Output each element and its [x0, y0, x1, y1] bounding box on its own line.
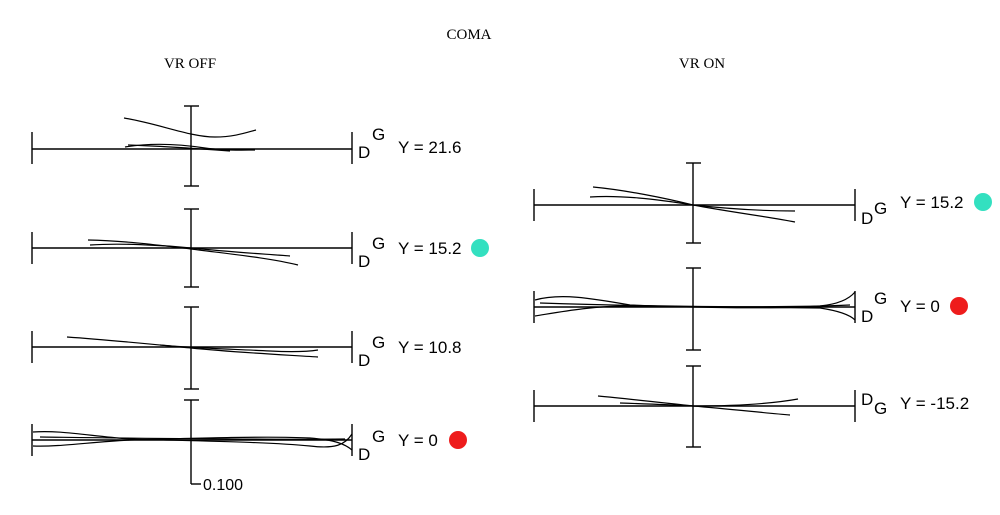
- coma-plot-vr-on-row2: [533, 267, 856, 351]
- g-label: G: [372, 427, 385, 446]
- coma-curve-g: [534, 291, 856, 309]
- coma-plot-vr-off-row3: [31, 306, 353, 390]
- g-label: G: [874, 289, 887, 308]
- coma-curve-d: [124, 143, 256, 151]
- field-label: Y = 0: [900, 297, 940, 316]
- coma-curve-d: [619, 398, 799, 407]
- coma-plot-vr-off-row2: [31, 208, 353, 288]
- g-label: G: [372, 234, 385, 253]
- scale-label: 0.100: [203, 477, 243, 494]
- g-label: G: [372, 125, 385, 144]
- g-label: G: [874, 399, 887, 418]
- d-label: D: [358, 252, 370, 271]
- cyan-marker-dot: [974, 193, 992, 211]
- d-label: D: [358, 351, 370, 370]
- panel-heading-vr-on: VR ON: [679, 56, 725, 72]
- field-label: Y = 15.2: [900, 193, 964, 212]
- coma-curve-d: [159, 344, 319, 353]
- coma-curve-g: [66, 336, 319, 358]
- coma-curve-d: [89, 243, 291, 257]
- panel-heading-vr-off: VR OFF: [164, 56, 216, 72]
- coma-curve-g: [87, 239, 299, 266]
- d-label: D: [861, 390, 873, 409]
- coma-curve-d: [534, 305, 856, 321]
- d-label: D: [358, 143, 370, 162]
- coma-curve-d: [32, 436, 353, 451]
- red-marker-dot: [950, 297, 968, 315]
- field-label: Y = -15.2: [900, 394, 969, 413]
- coma-curve-sagittal: [539, 302, 851, 308]
- cyan-marker-dot: [471, 239, 489, 257]
- d-label: D: [861, 209, 873, 228]
- d-label: D: [358, 445, 370, 464]
- row-labels-vr-on: D G Y = 15.2 D G Y = 0 D G Y = -15.2: [861, 193, 992, 418]
- red-marker-dot: [449, 431, 467, 449]
- g-label: G: [874, 199, 887, 218]
- coma-curve-sagittal: [39, 436, 346, 440]
- coma-curve-g: [123, 117, 257, 138]
- diagram-title: COMA: [446, 27, 491, 43]
- coma-plot-vr-on-row3: [533, 365, 856, 448]
- coma-curve-d: [589, 195, 796, 212]
- field-label: Y = 10.8: [398, 338, 462, 357]
- row-labels-vr-off: D G Y = 21.6 D G Y = 15.2 D G Y = 10.8 D…: [203, 125, 489, 494]
- coma-curve-g: [32, 431, 353, 448]
- d-label: D: [861, 307, 873, 326]
- field-label: Y = 0: [398, 431, 438, 450]
- coma-plot-vr-off-row1: [31, 105, 353, 187]
- field-label: Y = 15.2: [398, 239, 462, 258]
- coma-curve-sagittal: [127, 144, 231, 152]
- g-label: G: [372, 333, 385, 352]
- coma-plot-vr-off-row4: [31, 399, 353, 485]
- coma-plot-vr-on-row1: [533, 162, 856, 244]
- field-label: Y = 21.6: [398, 138, 462, 157]
